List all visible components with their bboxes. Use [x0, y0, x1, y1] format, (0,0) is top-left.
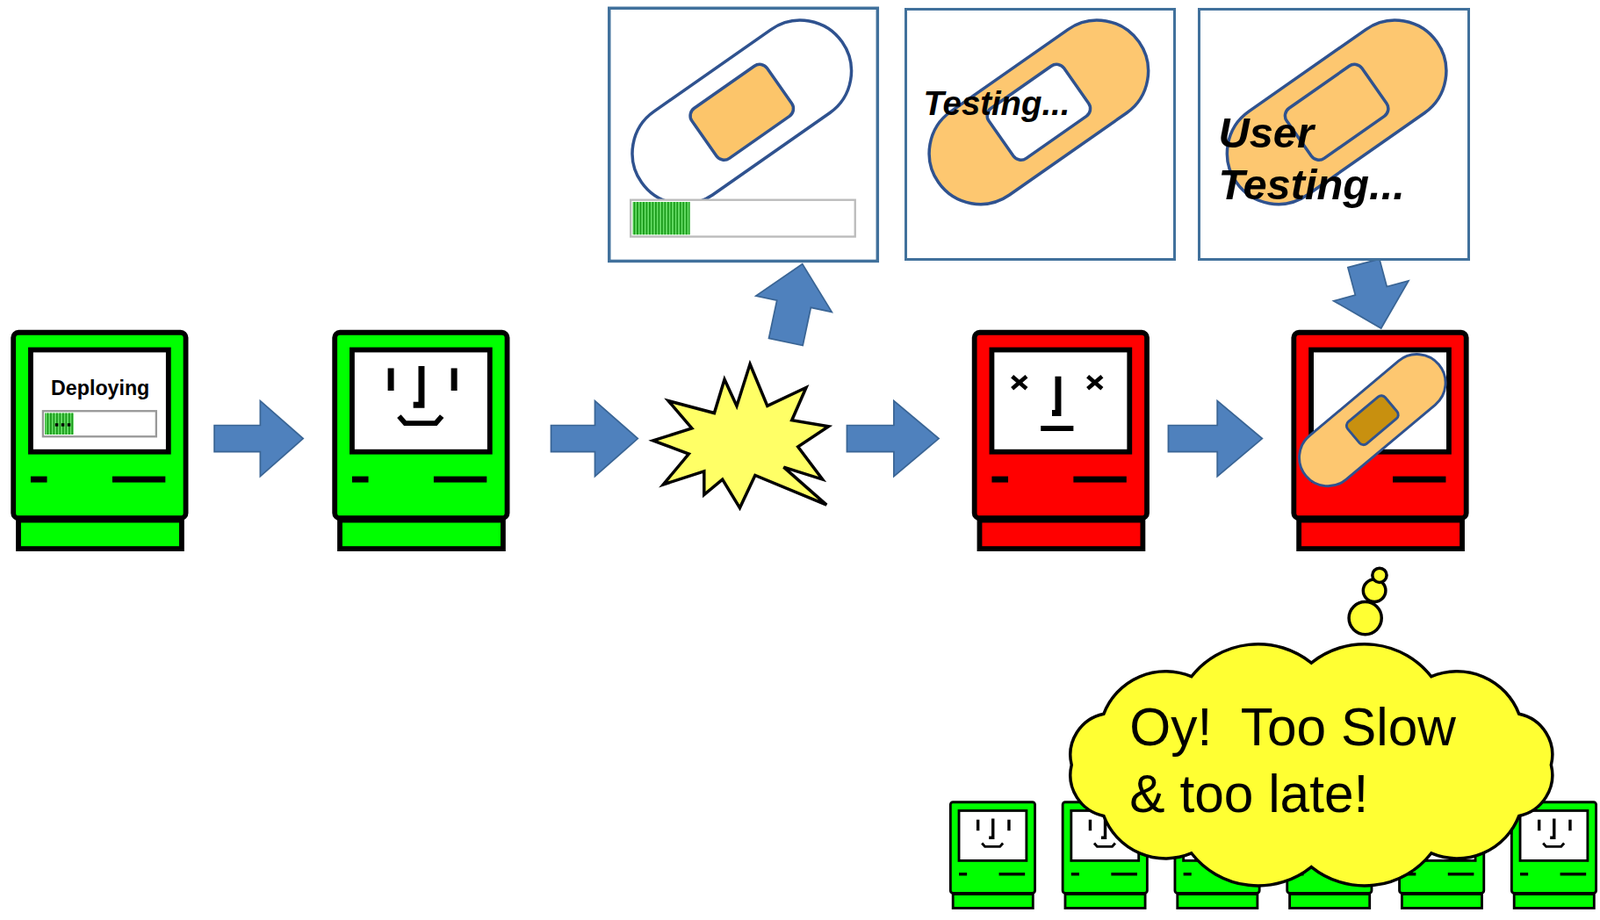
cloud-outline [1051, 624, 1572, 892]
progress-stripes [632, 201, 690, 235]
dead-face [1012, 376, 1103, 429]
thought-cloud: Oy! Too Slow & too late! [1051, 624, 1572, 892]
block-arrow [1326, 252, 1419, 339]
bandage-strip [908, 0, 1168, 224]
node-label: User Testing... [1218, 107, 1422, 210]
happy-face [388, 366, 458, 424]
mac-computer [950, 802, 1035, 909]
progress-stripes [44, 413, 74, 435]
bandage-strip [612, 0, 872, 224]
progress-bar [43, 410, 157, 437]
mac-computer [13, 332, 186, 549]
progress-bar [630, 200, 856, 238]
thought-bubble [1348, 601, 1382, 635]
block-arrow [1167, 401, 1262, 477]
block-arrow [214, 401, 303, 477]
bandage-strip [1207, 0, 1467, 224]
mac-screen-holder: Deploying [10, 329, 192, 555]
mac-computer [1511, 802, 1596, 909]
thought-bubble [1372, 568, 1387, 583]
mac-computer [974, 332, 1147, 549]
happy-face [976, 819, 1011, 848]
block-arrow [846, 401, 939, 477]
block-arrow [748, 256, 841, 351]
node-label: Testing... [923, 83, 1169, 124]
cloud-shape [1070, 644, 1553, 887]
progress-dot [55, 423, 58, 426]
bandage-pad [686, 60, 798, 164]
bandage [612, 0, 872, 224]
progress-fill [632, 201, 690, 235]
progress-fill [44, 413, 74, 435]
bandage-pad [1344, 393, 1401, 447]
happy-face [1537, 819, 1572, 848]
panel-box: User Testing... [1197, 7, 1471, 261]
bandage [1207, 0, 1467, 224]
deploy-progress [43, 410, 157, 437]
explosion-burst [653, 364, 829, 509]
progress-dot [61, 423, 65, 426]
bandage [908, 0, 1168, 224]
block-arrow [551, 401, 639, 477]
bandage-strip [1287, 342, 1457, 498]
node-label: Deploying [50, 376, 173, 402]
panel-box: Testing... [904, 7, 1176, 261]
mac-computer [334, 332, 507, 549]
node-label: Oy! Too Slow & too late! [1129, 694, 1497, 828]
progress-dot [67, 423, 71, 426]
bandage [1287, 342, 1457, 498]
